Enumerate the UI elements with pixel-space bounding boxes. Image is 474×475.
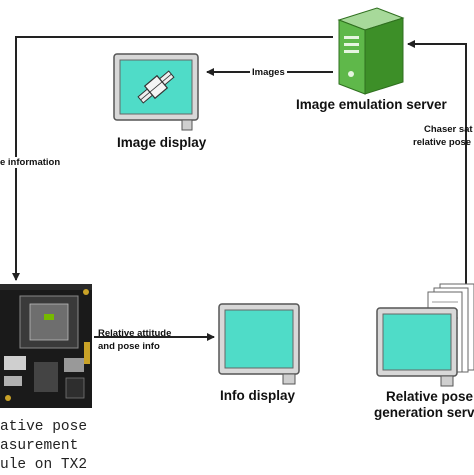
- relative-attitude-edge-label-2: and pose info: [98, 341, 160, 352]
- pose-server-monitor-icon: [376, 307, 458, 387]
- info-display-monitor-icon: [218, 303, 300, 385]
- image-server-label: Image emulation server: [296, 97, 447, 112]
- tx2-board-icon: [0, 284, 92, 408]
- server-tower-icon: [337, 7, 405, 95]
- pose-server-label-2: generation server: [374, 405, 474, 420]
- images-edge-label: Images: [250, 67, 287, 78]
- info-display-label: Info display: [220, 388, 296, 403]
- pose-info-connector: [12, 36, 333, 281]
- chaser-edge-label-1: Chaser sat: [424, 124, 473, 135]
- chaser-edge-label-2: relative pose: [413, 137, 472, 148]
- pose-server-label-1: Relative pose: [386, 389, 474, 404]
- chaser-connector: [407, 40, 467, 290]
- relative-attitude-edge-label-1: Relative attitude: [98, 328, 172, 339]
- image-display-label: Image display: [117, 135, 207, 150]
- tx2-label-line3: ule on TX2: [0, 457, 88, 473]
- pose-info-edge-label: e information: [0, 157, 63, 168]
- tx2-label-line2: asurement: [0, 438, 79, 454]
- image-display-monitor-icon: [113, 53, 199, 131]
- tx2-label-line1: ative pose: [0, 419, 88, 435]
- satellite-icon: [137, 70, 175, 104]
